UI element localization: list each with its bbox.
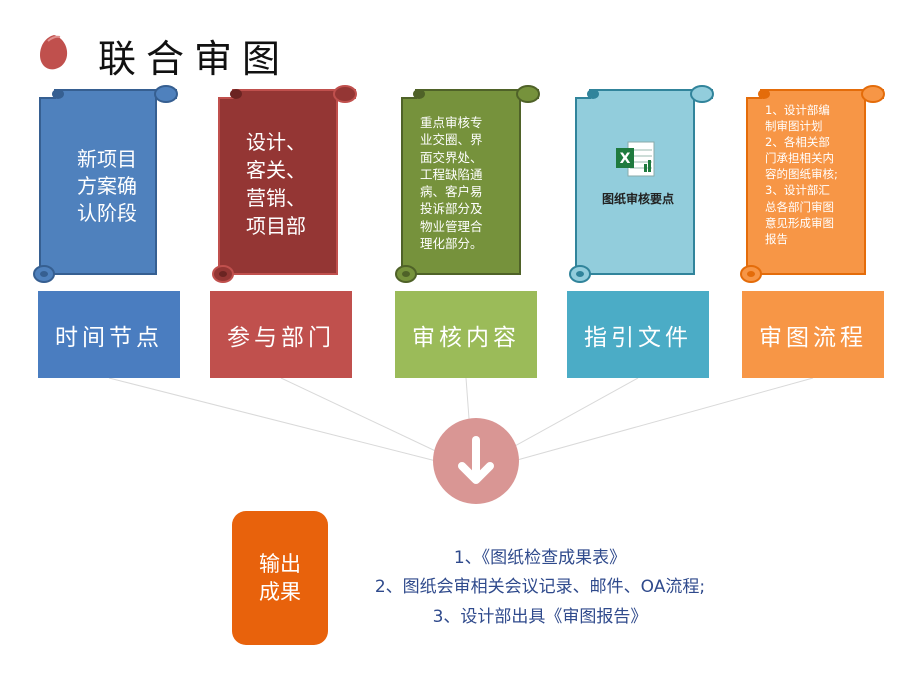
doc-label[interactable]: 图纸审核要点	[601, 192, 674, 206]
scroll-text: 新项目 方案确 认阶段	[77, 147, 137, 225]
scroll-text: 重点审核专 业交圈、界 面交界处、 工程缺陷通 病、客户易 投诉部分及 物业管理…	[420, 115, 483, 251]
scroll-text: 设计、 客关、 营销、 项目部	[246, 130, 306, 238]
output-line: 3、设计部出具《审图报告》	[432, 607, 648, 627]
output-line: 1、《图纸检查成果表》	[453, 548, 627, 568]
output-box: 输出 成果	[232, 511, 328, 645]
arrow-down-circle-icon	[433, 418, 519, 504]
header-review-process: 审图流程	[742, 291, 884, 378]
header-review-content: 审核内容	[395, 291, 537, 378]
leaf-icon	[40, 35, 68, 70]
output-line: 2、图纸会审相关会议记录、邮件、OA流程;	[374, 577, 706, 597]
header-departments: 参与部门	[210, 291, 352, 378]
header-guide-docs: 指引文件	[567, 291, 709, 378]
svg-text:X: X	[620, 151, 631, 167]
excel-file-icon[interactable]: X	[614, 140, 660, 180]
header-time-node: 时间节点	[38, 291, 180, 378]
output-label: 输出 成果	[259, 551, 301, 604]
page-title: 联合审图	[98, 37, 291, 81]
scroll-text: 1、设计部编 制审图计划 2、各相关部 门承担相关内 容的图纸审核; 3、设计部…	[765, 103, 838, 246]
